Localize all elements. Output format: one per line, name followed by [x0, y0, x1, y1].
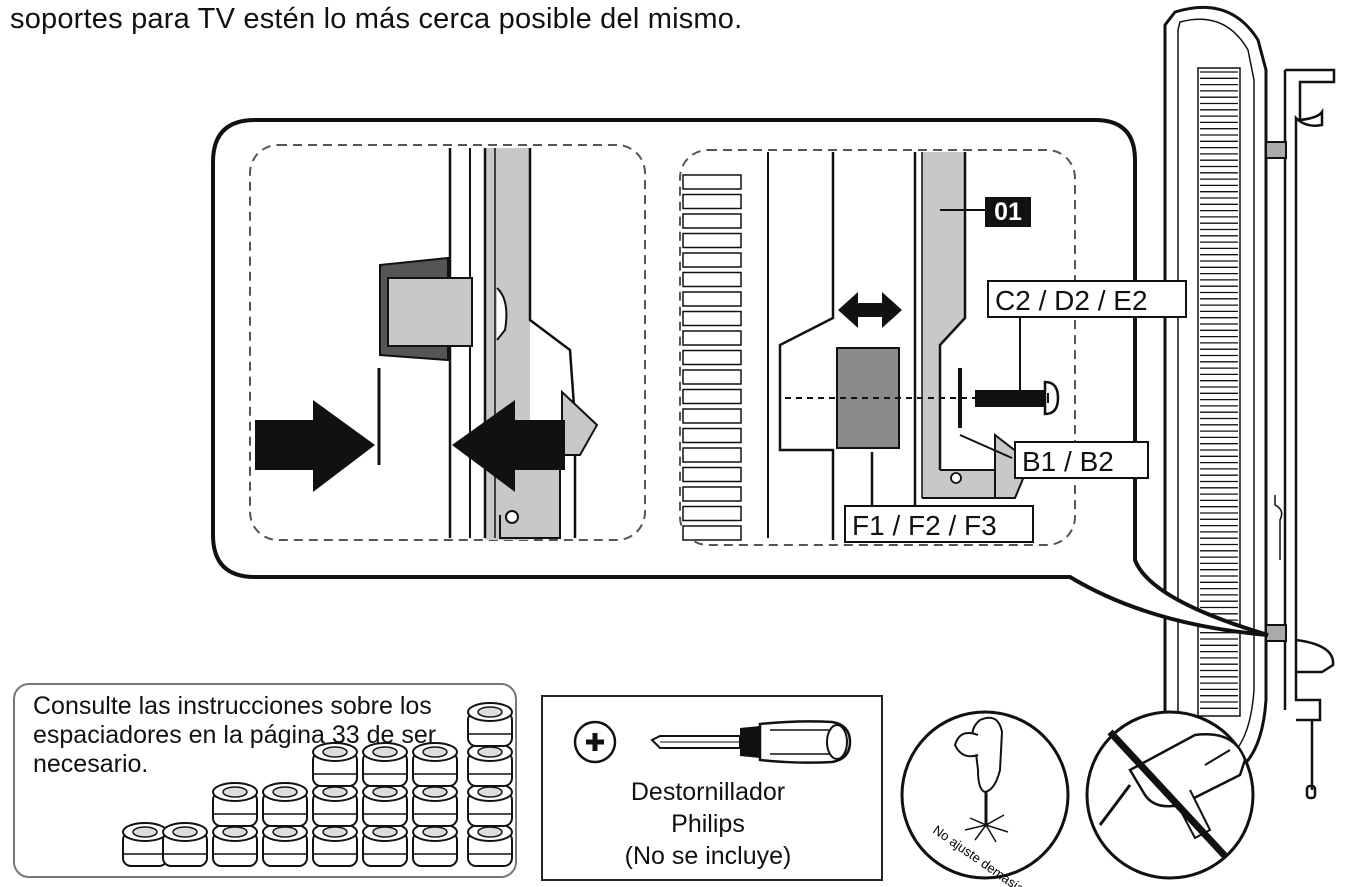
instruction-header: soportes para TV estén lo más cerca posi…	[10, 3, 743, 35]
tool-caption: Destornillador Philips (No se incluye)	[543, 776, 873, 872]
tool-type: Philips	[671, 810, 745, 838]
wall-bracket	[1265, 68, 1336, 800]
spacer-set	[122, 702, 513, 867]
tv-side-profile	[1163, 5, 1268, 777]
push-left-arrow	[452, 400, 565, 492]
tool-box: Destornillador Philips (No se incluye)	[541, 695, 883, 881]
label-screw-c2-d2-e2: C2 / D2 / E2	[987, 280, 1187, 318]
screw	[975, 390, 1045, 407]
spacer-note-text: Consulte las instrucciones sobre los esp…	[33, 692, 437, 778]
right-detail-panel	[679, 149, 1076, 546]
left-detail-panel	[249, 144, 646, 541]
no-power-drill-circle	[1085, 710, 1255, 880]
panel-vents	[682, 174, 742, 541]
tv-vents	[1197, 67, 1241, 717]
adjust-double-arrow	[838, 292, 902, 328]
spacer-note-box: Consulte las instrucciones sobre los esp…	[13, 683, 517, 878]
no-overtighten-circle: No ajuste demasiado	[900, 710, 1070, 887]
tool-note: (No se incluye)	[624, 842, 792, 870]
push-right-arrow	[255, 400, 375, 492]
label-spacer-f1-f2-f3: F1 / F2 / F3	[844, 505, 1034, 543]
part-badge-01: 01	[985, 197, 1031, 227]
screwdriver-illustration	[573, 720, 852, 764]
tool-name: Destornillador	[630, 778, 786, 806]
label-washer-b1-b2: B1 / B2	[1014, 441, 1149, 479]
